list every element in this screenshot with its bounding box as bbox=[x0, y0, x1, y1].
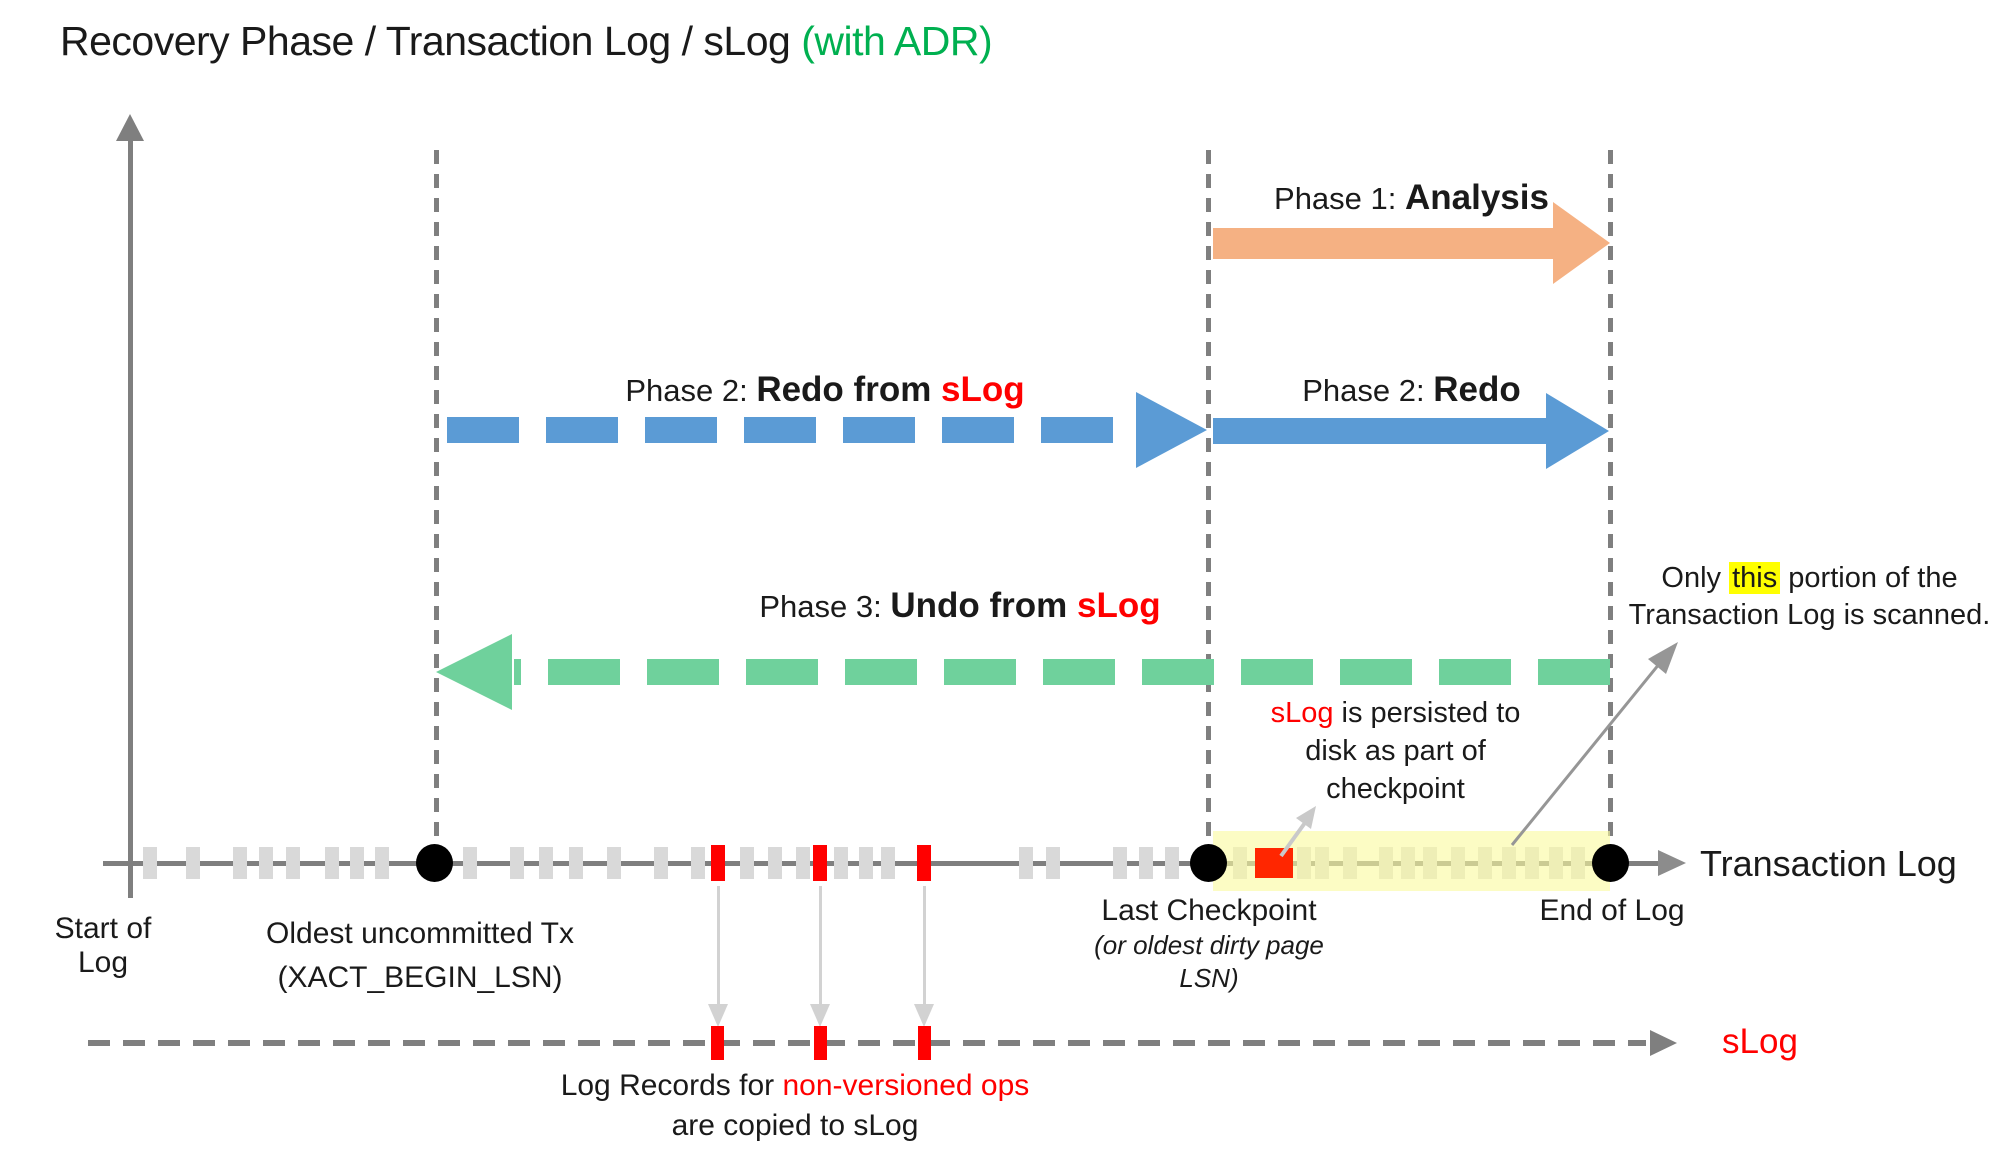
persist-note-line3: checkpoint bbox=[1326, 773, 1465, 805]
phase3-undo-arrowhead-icon bbox=[436, 634, 512, 710]
copy-note-line2: are copied to sLog bbox=[671, 1109, 919, 1142]
slog-axis-label: sLog bbox=[1722, 1022, 1798, 1061]
phase3-undo-from-slog-arrow bbox=[514, 659, 1610, 685]
slog-record-tick bbox=[711, 1026, 724, 1060]
log-record-tick bbox=[286, 847, 300, 879]
transaction-log-arrowhead-icon bbox=[1658, 850, 1686, 876]
log-record-tick bbox=[233, 847, 247, 879]
title-main: Recovery Phase / Transaction Log / sLog bbox=[60, 18, 802, 64]
timeline-dot bbox=[1592, 844, 1629, 882]
timeline-dot bbox=[1190, 844, 1227, 882]
scan-note-arrow-line bbox=[1510, 657, 1666, 846]
log-record-tick bbox=[186, 847, 200, 879]
log-record-tick bbox=[740, 847, 754, 879]
phase2-redo-arrowhead-icon bbox=[1546, 393, 1609, 469]
scan-note-line2: Transaction Log is scanned. bbox=[1628, 599, 1991, 631]
phase3-undo-label: Phase 3: Undo from sLog bbox=[759, 586, 1161, 625]
log-record-tick bbox=[539, 847, 553, 879]
log-record-tick bbox=[607, 847, 621, 879]
log-record-tick bbox=[691, 847, 705, 879]
log-record-tick bbox=[859, 847, 873, 879]
log-record-tick bbox=[881, 847, 895, 879]
log-record-tick bbox=[325, 847, 339, 879]
slog-record-tick bbox=[918, 1026, 931, 1060]
last-checkpoint-label: Last Checkpoint (or oldest dirty page LS… bbox=[1094, 894, 1324, 993]
phase1-label: Phase 1: Analysis bbox=[1274, 178, 1549, 217]
log-record-tick bbox=[796, 847, 810, 879]
log-record-tick bbox=[1165, 847, 1179, 879]
slog-dashed-line bbox=[88, 1040, 1646, 1046]
log-record-tick bbox=[834, 847, 848, 879]
persist-note-line1: sLog is persisted to bbox=[1270, 697, 1521, 729]
log-record-tick bbox=[375, 847, 389, 879]
log-record-tick bbox=[143, 847, 157, 879]
phase2-redo-from-slog-arrowhead-icon bbox=[1136, 392, 1207, 468]
scan-note-arrowhead-icon bbox=[1648, 642, 1678, 674]
copy-arrow-line bbox=[923, 886, 926, 1006]
phase2-redo-from-slog-label: Phase 2: Redo from sLog bbox=[625, 370, 1025, 409]
scan-note-line1: Only this portion of the bbox=[1661, 562, 1958, 594]
dashed-guide-line bbox=[1608, 150, 1613, 848]
copy-arrowhead-icon bbox=[810, 1004, 830, 1027]
log-record-tick bbox=[350, 847, 364, 879]
transaction-log-axis-label: Transaction Log bbox=[1700, 843, 1957, 884]
oldest-uncommitted-tx-label: Oldest uncommitted Tx (XACT_BEGIN_LSN) bbox=[266, 917, 574, 994]
phase2-redo-label: Phase 2: Redo bbox=[1302, 370, 1521, 409]
log-record-tick bbox=[1046, 847, 1060, 879]
log-record-tick bbox=[1139, 847, 1153, 879]
copy-arrow-line bbox=[819, 886, 822, 1006]
vertical-axis-arrowhead-icon bbox=[116, 114, 144, 141]
slog-record-tick bbox=[814, 1026, 827, 1060]
phase1-arrowhead-icon bbox=[1553, 202, 1610, 284]
phase2-redo-from-slog-arrow bbox=[447, 417, 1135, 443]
log-record-tick bbox=[768, 847, 782, 879]
log-record-tick bbox=[259, 847, 273, 879]
copy-note-line1: Log Records for non-versioned ops bbox=[560, 1069, 1030, 1102]
title-adr-suffix: (with ADR) bbox=[801, 18, 993, 64]
copy-arrowhead-icon bbox=[914, 1004, 934, 1027]
dashed-guide-line bbox=[1206, 150, 1211, 848]
non-versioned-op-tick bbox=[813, 845, 827, 881]
page-title: Recovery Phase / Transaction Log / sLog … bbox=[60, 18, 1760, 65]
slog-persist-note: sLog is persisted to disk as part of che… bbox=[1243, 694, 1548, 808]
copy-arrow-line bbox=[717, 886, 720, 1006]
log-record-tick bbox=[1019, 847, 1033, 879]
vertical-axis bbox=[128, 138, 133, 898]
phase2-redo-arrow bbox=[1213, 418, 1548, 444]
timeline-dot bbox=[416, 844, 453, 882]
log-record-tick bbox=[463, 847, 477, 879]
this-highlight: this bbox=[1729, 562, 1781, 594]
persist-note-arrowhead-icon bbox=[1296, 806, 1316, 829]
copy-arrowhead-icon bbox=[708, 1004, 728, 1027]
log-record-tick bbox=[510, 847, 524, 879]
log-record-tick bbox=[1113, 847, 1127, 879]
start-of-log-label: Start of Log bbox=[54, 912, 152, 979]
phase1-analysis-arrow bbox=[1213, 228, 1555, 259]
non-versioned-op-tick bbox=[711, 845, 725, 881]
scanned-portion-note: Only this portion of the Transaction Log… bbox=[1618, 560, 2001, 634]
log-record-tick bbox=[569, 847, 583, 879]
slog-arrowhead-icon bbox=[1650, 1030, 1677, 1056]
persist-note-line2: disk as part of bbox=[1305, 735, 1486, 767]
log-record-tick bbox=[654, 847, 668, 879]
dashed-guide-line bbox=[434, 150, 439, 848]
slog-persisted-marker bbox=[1255, 848, 1293, 878]
non-versioned-op-tick bbox=[917, 845, 931, 881]
end-of-log-label: End of Log bbox=[1539, 894, 1685, 927]
persist-note-arrow-line bbox=[1279, 818, 1309, 858]
slog-copy-note: Log Records for non-versioned ops are co… bbox=[555, 1066, 1035, 1146]
